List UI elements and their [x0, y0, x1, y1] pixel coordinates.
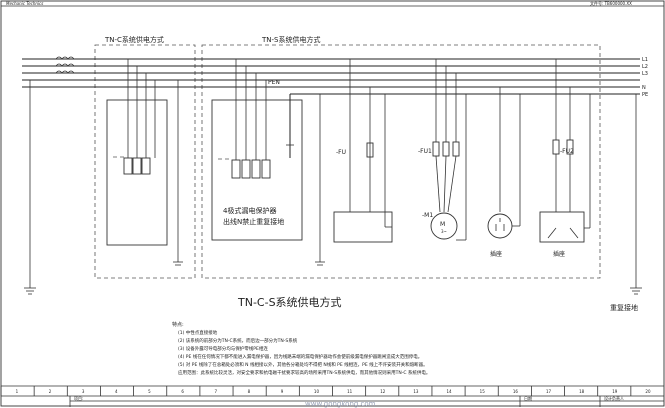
rcd-label-line2: 出线N禁止重复接地 — [223, 217, 284, 226]
note-line-6: 应用范围：此系统比较灵活，对安全要求和抗电磁干扰要求较高的场所采用TN-S系统供… — [178, 369, 430, 376]
rcd-label-line1: 4极式漏电保护器 — [223, 206, 276, 215]
pen-label: PEN — [268, 79, 280, 86]
grid-number: 5 — [148, 389, 151, 394]
bus-label-l1: L1 — [642, 57, 648, 63]
grid-number: 4 — [115, 389, 118, 394]
repeat-ground-label: 重复接地 — [610, 303, 638, 312]
grid-number: 8 — [248, 389, 251, 394]
tn-s-section-title: TN-S系统供电方式 — [261, 35, 320, 44]
title-block-date: 日期 — [524, 395, 532, 401]
main-title: TN-C-S系统供电方式 — [237, 295, 342, 309]
grid-number: 15 — [480, 389, 486, 394]
notes-block: 特点: (1) 中性点直接接地 (2) 该系统的前部分为TN-C系统，而后边一部… — [172, 321, 430, 376]
fuse-label-fu1: -FU1 — [418, 148, 432, 155]
bus-label-n: N — [642, 85, 646, 91]
bus-label-l2: L2 — [642, 64, 648, 70]
motor-label: -M1 — [422, 212, 433, 219]
header-right-text: 文件号: TB600000.XX — [590, 0, 632, 6]
bus-label-l3: L3 — [642, 71, 648, 77]
grid-number: 16 — [513, 389, 519, 394]
title-block-project: 项目: — [74, 395, 83, 401]
grid-number: 2 — [49, 389, 52, 394]
load-box-circuit — [333, 59, 393, 243]
bus-lines — [22, 58, 640, 95]
tn-c-region — [94, 44, 196, 279]
note-line-2: (2) 该系统的前部分为TN-C系统，而后边一部分为TN-S系统 — [178, 337, 298, 344]
title-block-designer: 设计负责人 — [604, 395, 624, 401]
grid-number: 3 — [82, 389, 85, 394]
notes-heading: 特点: — [172, 321, 184, 328]
motor-sub: 3~ — [441, 229, 447, 234]
bus-inductors — [55, 56, 75, 74]
header-left-text: Mechanic Technics — [6, 1, 43, 6]
note-line-1: (1) 中性点直接接地 — [178, 329, 218, 336]
socket-1-icon — [487, 213, 513, 239]
socket-1-label: 插座 — [490, 250, 502, 258]
fuse-label-fu: -FU — [336, 149, 346, 156]
note-line-4: (4) PE 线在任何情况下都不能进入漏电保护器，因为线路末端的漏电保护器动作会… — [178, 353, 422, 360]
note-line-5: (5) 对 PE 线除了在总箱处必须和 N 线相接以外，其他各分箱处均不得把 N… — [178, 361, 428, 368]
motor-icon — [430, 212, 458, 240]
motor-circuit — [430, 59, 467, 241]
motor-symbol: M — [440, 221, 445, 228]
tn-s-region — [201, 44, 601, 279]
left-ground-symbol — [24, 80, 36, 295]
socket-2-icon — [539, 211, 585, 243]
fuse-label-fu2: -FU2 — [560, 148, 574, 155]
grid-number: 13 — [413, 389, 419, 394]
grid-number: 6 — [181, 389, 184, 394]
grid-number: 9 — [281, 389, 284, 394]
grid-number: 11 — [347, 389, 353, 394]
socket-1-circuit — [487, 87, 521, 239]
tn-c-section-title: TN-C系统供电方式 — [104, 35, 164, 44]
grid-number: 1 — [16, 389, 19, 394]
tn-c-cabinet — [106, 59, 183, 266]
title-block — [69, 396, 664, 407]
grid-number: 14 — [447, 389, 453, 394]
grid-number: 20 — [645, 389, 651, 394]
bus-label-pe: PE — [642, 92, 648, 98]
rcd-cabinet — [211, 59, 325, 266]
grid-number: 10 — [314, 389, 320, 394]
watermark: www.gongkong.com — [305, 400, 376, 408]
right-ground-symbol — [630, 94, 642, 295]
note-line-3: (3) 设备外露可导电部分均与保护零线PE相连 — [178, 345, 268, 352]
grid-number: 19 — [612, 389, 618, 394]
socket-2-label: 插座 — [553, 250, 565, 258]
grid-number: 7 — [214, 389, 217, 394]
grid-number: 18 — [579, 389, 585, 394]
grid-number: 17 — [546, 389, 552, 394]
grid-number: 12 — [380, 389, 386, 394]
socket-2-circuit — [539, 59, 591, 243]
